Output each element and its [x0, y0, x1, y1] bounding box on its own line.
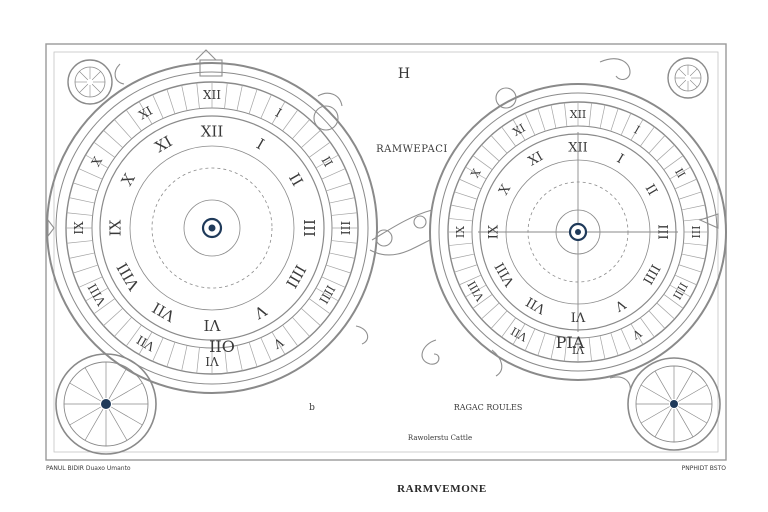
- left-dial-numeral: I: [253, 135, 267, 154]
- right-dial-numeral: III: [654, 224, 669, 239]
- center-caption: Rawolerstu Cattle: [408, 434, 472, 442]
- right-dial-outer-numeral: IX: [454, 226, 467, 238]
- footer-right-caption: PNPHIDT BSTO: [682, 465, 727, 472]
- small-dial-bottom-right: [627, 357, 721, 451]
- left-dial-outer-numeral: VIII: [85, 281, 109, 309]
- right-dial-outer-numeral: VII: [509, 324, 531, 344]
- left-dial-outer-numeral: V: [271, 334, 287, 351]
- left-dial-outer-numeral: VI: [205, 354, 220, 368]
- right-dial-outer-numeral: XI: [511, 121, 528, 138]
- right-dial-outer-numeral: XII: [570, 108, 587, 121]
- left-clock-dial: [46, 62, 378, 394]
- right-dial-numeral: VIII: [493, 259, 519, 289]
- left-dial-outer-numeral: IX: [72, 221, 86, 235]
- right-dial-numeral: X: [496, 182, 514, 198]
- right-dial-numeral: II: [642, 182, 660, 198]
- left-dial-numeral: XII: [201, 122, 224, 140]
- left-dial-numeral: III: [300, 219, 318, 237]
- left-dial-outer-numeral: VII: [134, 332, 158, 354]
- right-dial-numeral: IX: [487, 224, 502, 239]
- left-dial-outer-numeral: XII: [203, 88, 221, 102]
- right-dial-outer-numeral: VI: [572, 343, 585, 356]
- footer-left-caption: PANUL BIDIR Duaxo Umanto: [46, 465, 131, 472]
- header-caption: RAMWEPACI: [376, 144, 448, 155]
- left-dial-outer-numeral: X: [89, 154, 106, 169]
- ornamental-scrollwork: [47, 49, 719, 393]
- right-dial-numeral: IIII: [639, 261, 662, 286]
- small-dial-top-right: [667, 57, 709, 99]
- right-dial-numeral: VII: [524, 293, 549, 316]
- left-dial-bottom-mark: IIO: [209, 337, 235, 356]
- left-dial-numeral: II: [285, 170, 307, 189]
- right-dial-outer-numeral: II: [672, 166, 688, 180]
- left-dial-numerals: XIIIIIIIIIIIIVVIVIIVIIIIXXXIXIIIIIIIIIII…: [72, 88, 352, 368]
- right-dial-outer-numeral: X: [469, 166, 484, 179]
- left-dial-numeral: XI: [152, 132, 175, 156]
- left-dial-numeral: V: [250, 301, 270, 323]
- left-dial-numeral: IX: [106, 219, 124, 236]
- small-dial-top-left: [67, 59, 113, 105]
- right-dial-numeral: XII: [568, 141, 588, 156]
- right-dial-numeral: V: [612, 295, 629, 313]
- left-dial-numeral: X: [118, 170, 139, 189]
- plate-top-letter: H: [398, 66, 410, 82]
- left-dial-outer-numeral: I: [273, 106, 284, 121]
- plate-title: RARMVEMONE: [397, 483, 487, 495]
- right-dial-numerals: XIIIIIIIIIIIIVVIVIIVIIIIXXXIXIIIIIIIIIII…: [454, 108, 702, 356]
- small-dial-bottom-left: [55, 353, 157, 455]
- right-dial-bottom-mark: PIA: [556, 333, 585, 352]
- right-clock-dial: [429, 83, 727, 381]
- right-dial-numeral: VI: [571, 308, 587, 323]
- left-dial-outer-numeral: III: [338, 221, 352, 235]
- left-dial-numeral: VII: [149, 298, 179, 325]
- inner-frame: [53, 51, 719, 453]
- left-dial-outer-numeral: II: [319, 154, 336, 169]
- left-hub-mark: b: [309, 403, 315, 413]
- right-dial-outer-numeral: V: [629, 326, 644, 342]
- left-dial-outer-numeral: XI: [136, 103, 155, 122]
- right-dial-outer-numeral: IIII: [670, 280, 690, 302]
- right-caption: RAGAC ROULES: [454, 403, 523, 412]
- right-dial-outer-numeral: I: [632, 123, 642, 136]
- left-dial-numeral: VI: [204, 316, 222, 334]
- right-dial-numeral: I: [614, 152, 626, 168]
- outer-frame: [45, 43, 727, 461]
- left-dial-numeral: IIII: [282, 262, 309, 292]
- right-dial-outer-numeral: III: [689, 225, 702, 238]
- left-dial-outer-numeral: IIII: [316, 283, 338, 307]
- right-dial-numeral: XI: [526, 149, 546, 169]
